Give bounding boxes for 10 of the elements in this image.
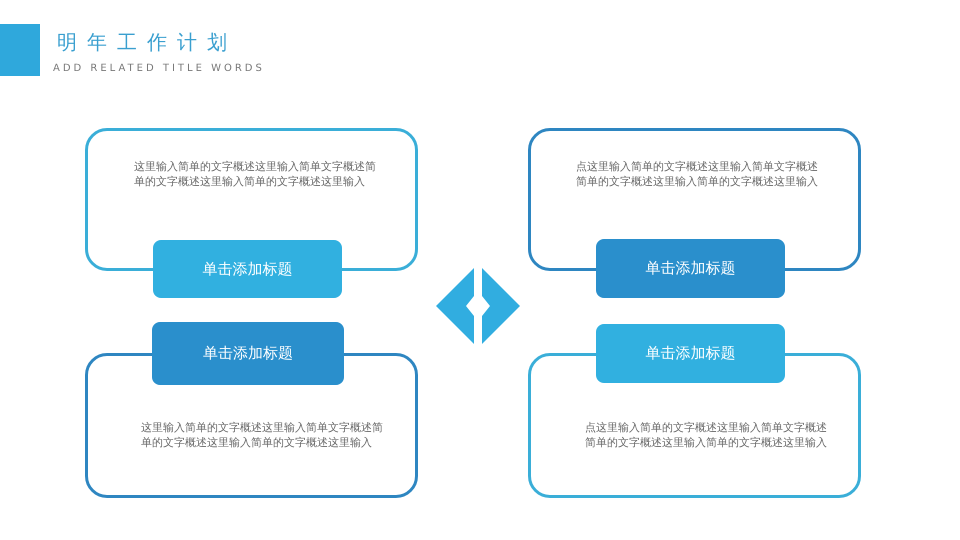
title-label: 单击添加标题 [152,322,344,385]
title: 明年工作计划 [57,29,237,56]
title-label: 单击添加标题 [596,239,785,298]
subtitle: ADD RELATED TITLE WORDS [53,63,265,74]
description-text: 这里输入简单的文字概述这里输入简单文字概述简单的文字概述这里输入简单的文字概述这里输入 [141,420,384,450]
title-label: 单击添加标题 [153,240,342,298]
description-text: 这里输入简单的文字概述这里输入简单文字概述简单的文字概述这里输入简单的文字概述这里输入 [134,159,377,189]
title-label: 单击添加标题 [596,324,785,383]
description-text: 点这里输入简单的文字概述这里输入简单文字概述简单的文字概述这里输入简单的文字概述这里输入 [576,159,819,189]
description-text: 点这里输入简单的文字概述这里输入简单文字概述简单的文字概述这里输入简单的文字概述这里输入 [585,420,828,450]
